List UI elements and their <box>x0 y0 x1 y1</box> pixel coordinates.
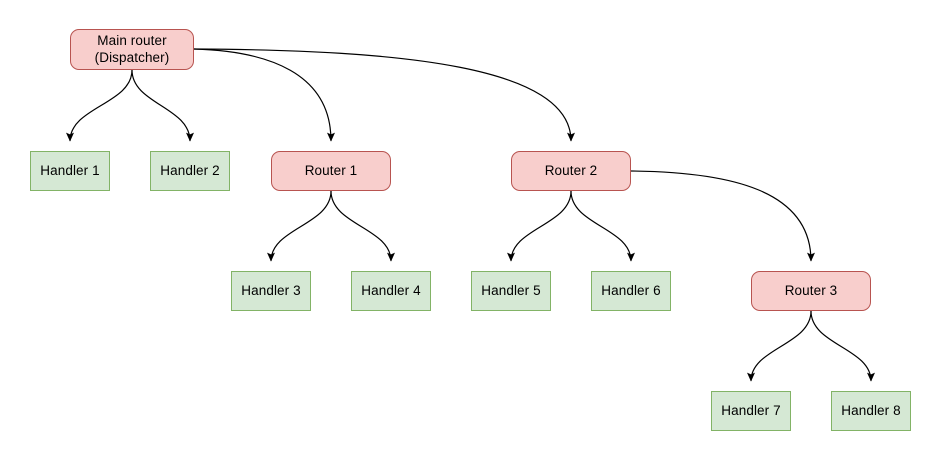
node-handler-2[interactable]: Handler 2 <box>150 151 230 191</box>
node-label: Router 3 <box>784 282 838 298</box>
edge-router-1-to-handler-4 <box>330 190 395 262</box>
node-handler-7[interactable]: Handler 7 <box>711 391 791 431</box>
node-label: Router 2 <box>544 162 598 178</box>
edge-router-3-to-handler-8 <box>810 310 875 382</box>
edge-router-1-to-handler-3 <box>267 190 332 262</box>
node-label: Handler 2 <box>160 162 220 178</box>
edge-main-to-router-2 <box>193 48 575 142</box>
edge-router-2-to-router-3 <box>630 170 815 262</box>
edge-main-to-handler-2 <box>131 69 194 142</box>
node-handler-6[interactable]: Handler 6 <box>591 271 671 311</box>
node-router-2[interactable]: Router 2 <box>511 151 631 191</box>
node-handler-3[interactable]: Handler 3 <box>231 271 311 311</box>
node-handler-1[interactable]: Handler 1 <box>30 151 110 191</box>
edge-main-to-router-1 <box>193 48 335 142</box>
node-label: Router 1 <box>304 162 358 178</box>
node-label: Handler 3 <box>241 282 301 298</box>
node-handler-8[interactable]: Handler 8 <box>831 391 911 431</box>
node-label: Main router (Dispatcher) <box>94 33 170 65</box>
node-label: Handler 6 <box>601 282 661 298</box>
edge-router-2-to-handler-6 <box>570 190 635 262</box>
node-handler-4[interactable]: Handler 4 <box>351 271 431 311</box>
node-main-router[interactable]: Main router (Dispatcher) <box>70 29 194 70</box>
node-handler-5[interactable]: Handler 5 <box>471 271 551 311</box>
node-label: Handler 4 <box>361 282 421 298</box>
node-router-3[interactable]: Router 3 <box>751 271 871 311</box>
edge-router-3-to-handler-7 <box>747 310 812 382</box>
edge-router-2-to-handler-5 <box>507 190 572 262</box>
node-label: Handler 7 <box>721 402 781 418</box>
node-router-1[interactable]: Router 1 <box>271 151 391 191</box>
edge-main-to-handler-1 <box>66 69 133 142</box>
node-label: Handler 5 <box>481 282 541 298</box>
node-label: Handler 1 <box>40 162 100 178</box>
node-label: Handler 8 <box>841 402 901 418</box>
